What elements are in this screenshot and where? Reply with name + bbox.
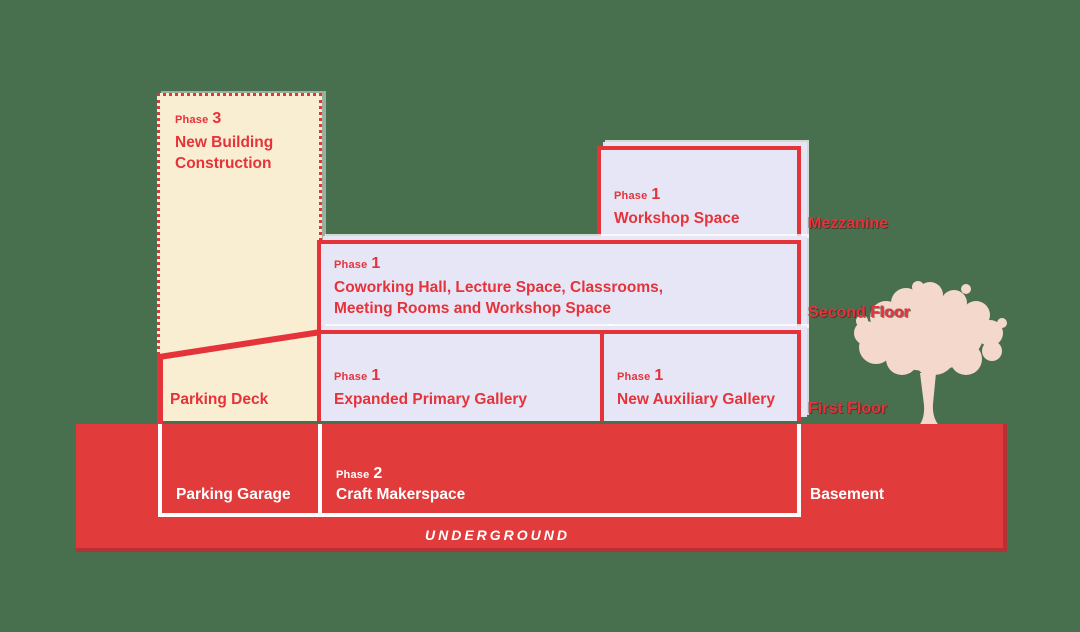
phase3-number: 3: [212, 110, 222, 127]
gallery1-phase-word: Phase: [334, 371, 368, 383]
workshop-phase-word: Phase: [614, 190, 648, 202]
coworking-name-line2: Meeting Rooms and Workshop Space: [334, 300, 612, 317]
craft-phase-word: Phase: [336, 469, 370, 481]
coworking-name-line1: Coworking Hall, Lecture Space, Classroom…: [334, 279, 664, 296]
parking-garage-label: Parking Garage: [176, 486, 291, 503]
gallery2-phase-word: Phase: [617, 371, 651, 383]
basement-label: Basement: [810, 486, 885, 503]
floor-label-second-floor: Second Floor: [808, 304, 911, 321]
parking-deck-label: Parking Deck: [170, 391, 269, 408]
workshop-phase-number: 1: [651, 186, 661, 203]
gallery1-name: Expanded Primary Gallery: [334, 391, 527, 408]
workshop-name: Workshop Space: [614, 210, 740, 227]
floor-label-first-floor: First Floor: [808, 400, 888, 417]
underground-caption: UNDERGROUND: [425, 527, 570, 543]
gallery1-phase-number: 1: [371, 367, 381, 384]
gallery2-name: New Auxiliary Gallery: [617, 391, 775, 408]
phase3-name: New Building Construction: [175, 134, 274, 172]
coworking-phase-number: 1: [371, 255, 381, 272]
craft-makerspace-label: Craft Makerspace: [336, 486, 466, 503]
coworking-phase-word: Phase: [334, 259, 368, 271]
floor-label-mezzanine: Mezzanine: [808, 215, 889, 232]
phase3-word: Phase: [175, 114, 209, 126]
craft-phase-number: 2: [373, 465, 383, 482]
gallery2-phase-number: 1: [654, 367, 664, 384]
garage-makerspace-divider: [318, 424, 322, 513]
